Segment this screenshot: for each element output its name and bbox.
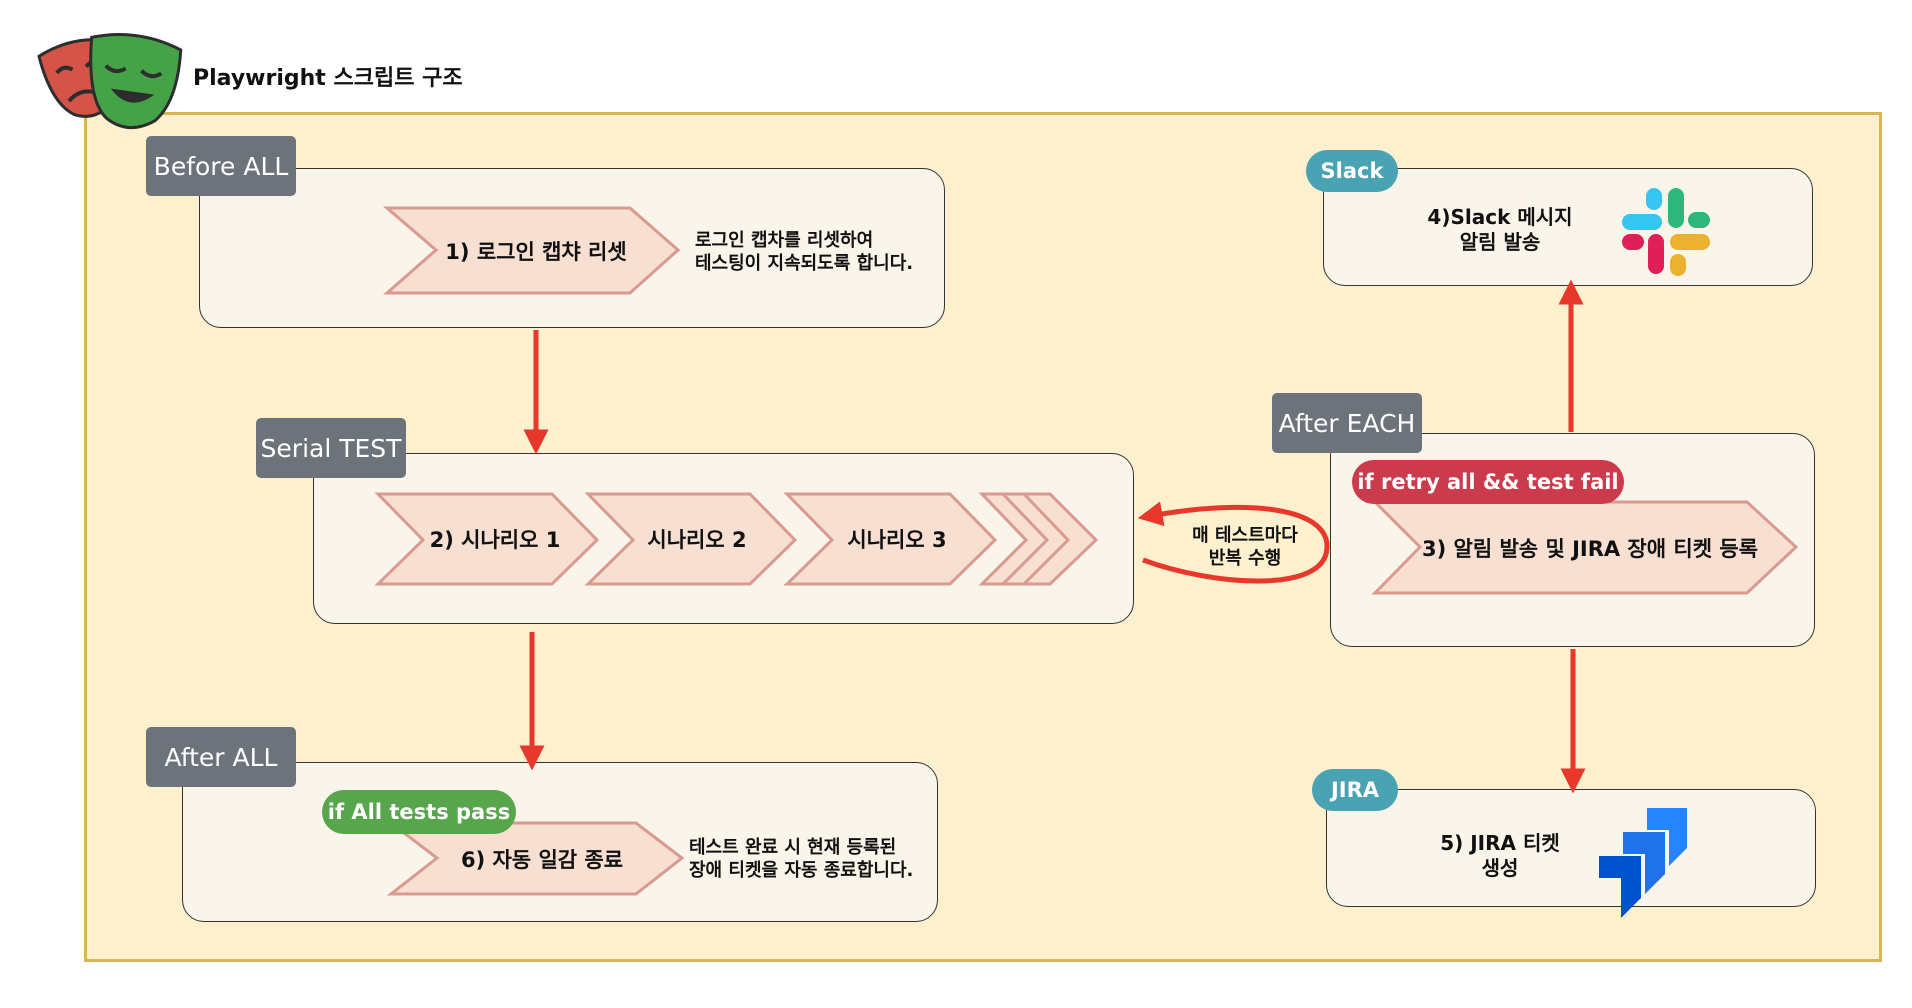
after-all-tag: After ALL — [146, 727, 296, 787]
scenario-2-label: 시나리오 2 — [647, 528, 747, 552]
chevron-step-3 — [1371, 500, 1799, 595]
slack-step-text: 4)Slack 메시지 알림 발송 — [1410, 205, 1590, 255]
serial-test-tag: Serial TEST — [256, 418, 406, 478]
before-all-desc-line1: 로그인 캡차를 리셋하여 — [695, 230, 874, 251]
step-1-label: 1) 로그인 캡챠 리셋 — [445, 239, 627, 264]
chevron-more-3 — [1020, 492, 1099, 586]
before-all-description: 로그인 캡차를 리셋하여 테스팅이 지속되도록 합니다. — [695, 229, 913, 275]
slack-step-line1: 4)Slack 메시지 — [1427, 205, 1573, 229]
loop-label-line2: 반복 수행 — [1208, 548, 1282, 569]
playwright-logo-icon — [37, 33, 183, 130]
scenario-3-label: 시나리오 3 — [847, 528, 947, 552]
chevron-step-6 — [386, 821, 685, 896]
slack-tag: Slack — [1306, 150, 1398, 192]
loop-label-line1: 매 테스트마다 — [1192, 525, 1298, 546]
chevron-step-2 — [374, 492, 600, 586]
before-all-tag: Before ALL — [146, 136, 296, 196]
jira-panel — [1326, 789, 1816, 907]
jira-tag: JIRA — [1312, 769, 1398, 811]
chevron-step-1 — [382, 206, 681, 295]
step-6-label: 6) 자동 일감 종료 — [460, 847, 624, 872]
before-all-desc-line2: 테스팅이 지속되도록 합니다. — [695, 253, 914, 274]
after-all-desc-line2: 장애 티켓을 자동 종료합니다. — [689, 860, 914, 881]
slack-panel — [1323, 168, 1813, 286]
chevron-scenario-2 — [584, 492, 798, 586]
arrow-loop — [1137, 501, 1330, 584]
jira-step-text: 5) JIRA 티켓 생성 — [1410, 831, 1590, 881]
after-each-tag: After EACH — [1272, 393, 1422, 453]
jira-step-line1: 5) JIRA 티켓 — [1440, 831, 1560, 855]
page-title: Playwright 스크립트 구조 — [193, 66, 463, 91]
jira-step-line2: 생성 — [1481, 856, 1519, 880]
slack-step-line2: 알림 발송 — [1459, 230, 1541, 254]
chevron-scenario-3 — [783, 492, 998, 586]
step-3-label: 3) 알림 발송 및 JIRA 장애 티켓 등록 — [1422, 536, 1758, 561]
after-all-description: 테스트 완료 시 현재 등록된 장애 티켓을 자동 종료합니다. — [689, 836, 913, 882]
retry-fail-condition: if retry all && test fail — [1352, 460, 1624, 504]
step-2-label: 2) 시나리오 1 — [429, 528, 561, 552]
slack-logo-icon — [1622, 188, 1710, 276]
loop-label: 매 테스트마다 반복 수행 — [1170, 524, 1320, 570]
after-all-desc-line1: 테스트 완료 시 현재 등록된 — [689, 837, 897, 858]
all-pass-condition: if All tests pass — [322, 790, 516, 834]
jira-logo-icon — [1599, 808, 1687, 918]
